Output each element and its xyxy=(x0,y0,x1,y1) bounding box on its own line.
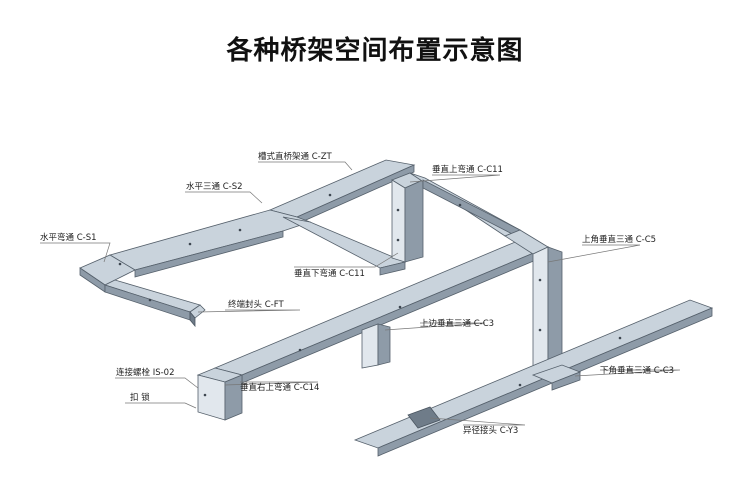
straight-tray-upper xyxy=(268,159,416,225)
label-connector-bolt: 连接螺栓 IS-02 xyxy=(116,367,175,378)
label-vertical-right-up-elbow: 垂直右上弯通 C-C14 xyxy=(240,382,319,393)
label-horizontal-elbow: 水平弯通 C-S1 xyxy=(40,232,97,243)
connector-bolts xyxy=(118,193,622,397)
horizontal-elbow xyxy=(79,254,201,321)
vertical-right-up-elbow xyxy=(196,367,244,421)
end-cap xyxy=(189,304,206,328)
label-end-cap: 终端封头 C-FT xyxy=(228,299,284,310)
page-title: 各种桥架空间布置示意图 xyxy=(226,36,524,66)
leader-lines xyxy=(40,161,681,426)
straight-tray-lower xyxy=(353,299,714,457)
label-upper-corner-tee: 上角垂直三通 C-C5 xyxy=(582,234,656,245)
label-lock: 扣 锁 xyxy=(130,392,150,403)
label-reducer: 异径接头 C-Y3 xyxy=(463,425,518,436)
label-upper-edge-tee: 上边垂直三通 C-C3 xyxy=(420,318,494,329)
upper-corner-tee xyxy=(504,229,563,376)
label-horizontal-tee: 水平三通 C-S2 xyxy=(186,181,243,192)
label-vertical-down-elbow: 垂直下弯通 C-C11 xyxy=(294,268,365,279)
upper-edge-tee xyxy=(361,323,391,369)
label-groove-tray: 槽式直桥架通 C-ZT xyxy=(258,151,333,162)
label-lower-corner-tee: 下角垂直三通 C-C3 xyxy=(600,365,674,376)
label-vertical-up-elbow: 垂直上弯通 C-C11 xyxy=(432,164,503,175)
